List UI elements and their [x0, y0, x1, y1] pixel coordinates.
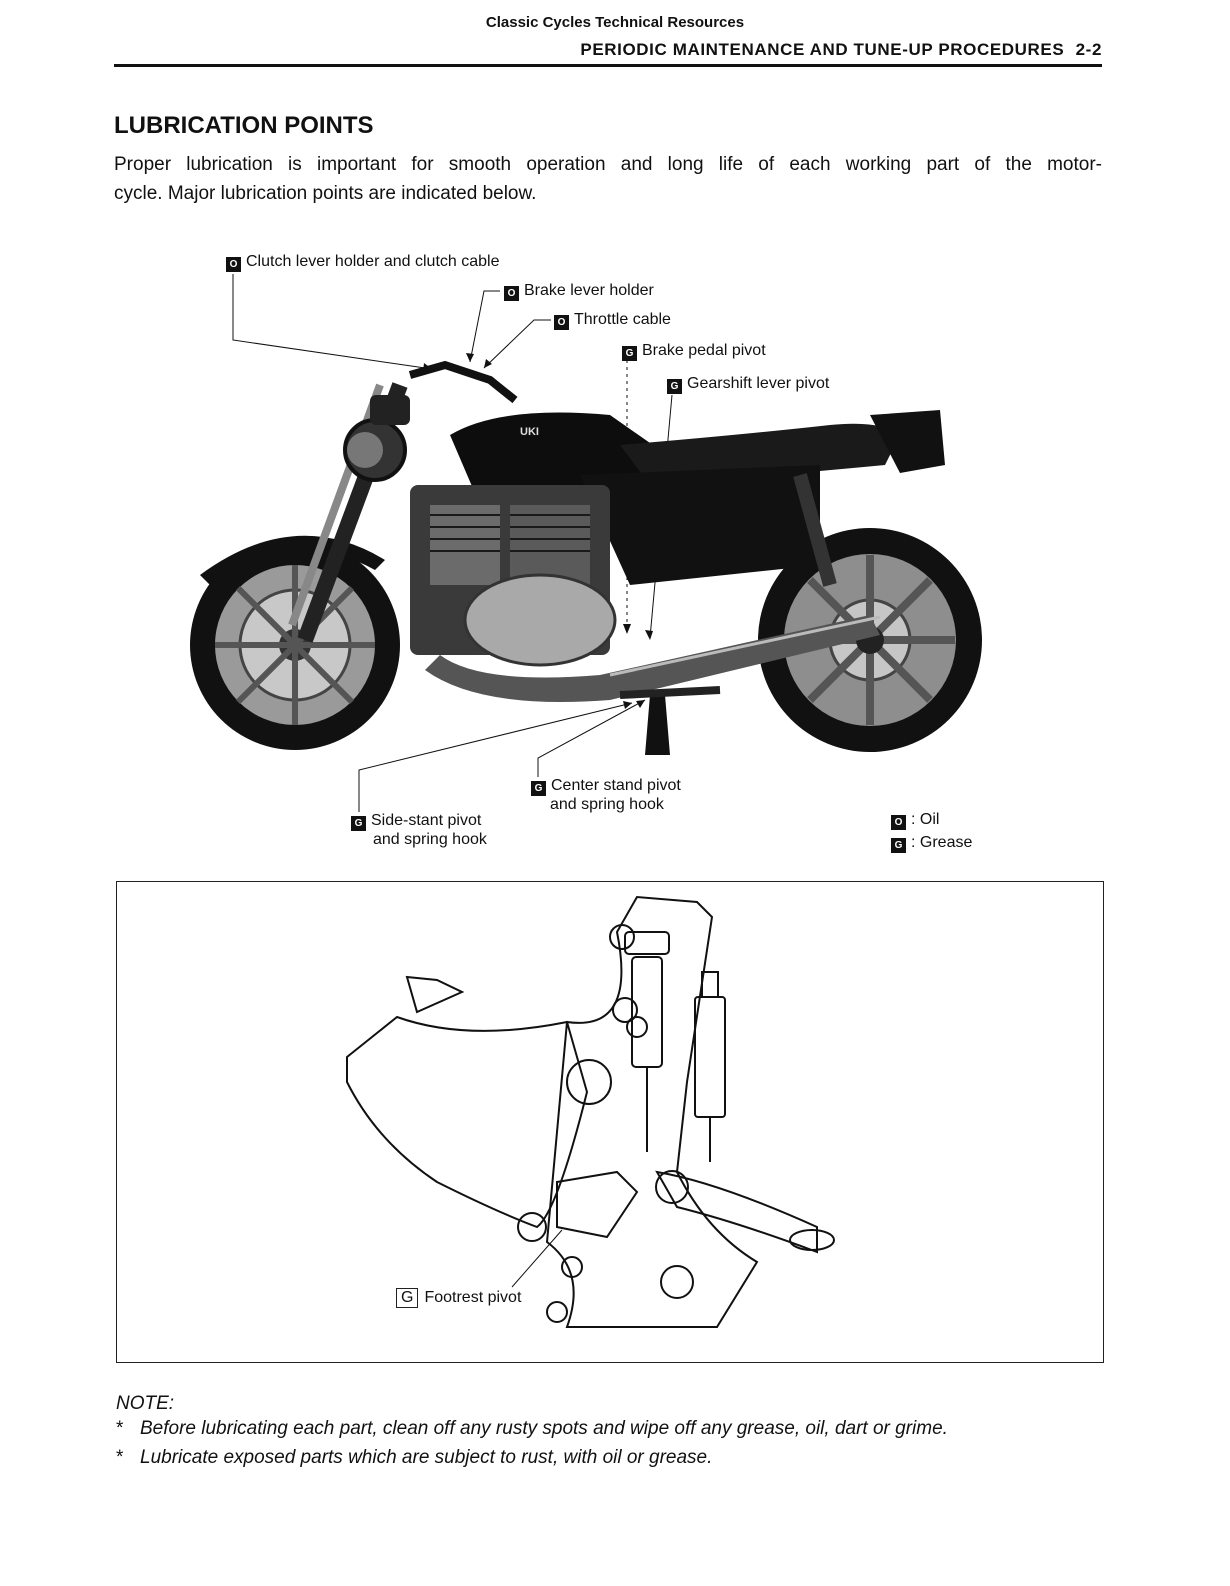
- footrest-label-text: Footrest pivot: [424, 1289, 522, 1306]
- site-header: Classic Cycles Technical Resources: [485, 14, 745, 31]
- leader-side-stand: [358, 702, 633, 812]
- leader-clutch: [232, 274, 433, 370]
- page-title: LUBRICATION POINTS: [114, 112, 374, 139]
- section-header: PERIODIC MAINTENANCE AND TUNE-UP PROCEDU…: [580, 40, 1102, 60]
- callout-clutch: O Clutch lever holder and clutch cable: [226, 253, 499, 272]
- footrest-leader: [511, 1229, 563, 1288]
- callout-brake-pedal-text: Brake pedal pivot: [642, 342, 766, 359]
- oil-badge: O: [226, 257, 241, 272]
- panel-top: [405, 975, 465, 1014]
- footrest-diagram-frame: [116, 881, 1104, 1363]
- note-item: * Lubricate exposed parts which are subje…: [116, 1447, 948, 1469]
- callout-brake-pedal: G Brake pedal pivot: [622, 342, 766, 361]
- callout-side-stand-line2: and spring hook: [373, 831, 487, 848]
- header-rule: [114, 64, 1102, 67]
- callout-clutch-text: Clutch lever holder and clutch cable: [246, 253, 500, 270]
- pivot-bolt: [655, 1170, 689, 1204]
- grease-badge: G: [396, 1288, 419, 1308]
- legend-grease: G : Grease: [891, 831, 972, 854]
- footrest-diagram: [346, 895, 835, 1328]
- pedal-end: [789, 1229, 835, 1251]
- grease-badge: G: [667, 379, 682, 394]
- footrest: [556, 1170, 639, 1239]
- note-heading: NOTE:: [116, 1393, 175, 1414]
- center-stand: [645, 695, 670, 755]
- frame-plate: [545, 895, 759, 1328]
- grease-badge: G: [622, 346, 637, 361]
- side-panel: [346, 1015, 589, 1229]
- intro-line-1: Proper lubrication is important for smoo…: [114, 154, 1102, 175]
- callout-gearshift: G Gearshift lever pivot: [667, 375, 829, 394]
- note-item-text: Before lubricating each part, clean off …: [140, 1418, 948, 1439]
- note-bullet: *: [116, 1447, 124, 1468]
- note-item: * Before lubricating each part, clean off…: [116, 1418, 948, 1440]
- callout-brake-lever-text: Brake lever holder: [524, 282, 654, 299]
- note-bullet: *: [116, 1418, 124, 1439]
- callout-gearshift-text: Gearshift lever pivot: [687, 375, 830, 392]
- callout-brake-lever: O Brake lever holder: [504, 282, 654, 301]
- callout-throttle: O Throttle cable: [554, 311, 671, 330]
- note-list: * Before lubricating each part, clean off…: [116, 1418, 948, 1476]
- legend-oil-label: : Oil: [911, 811, 940, 828]
- legend-grease-label: : Grease: [911, 834, 973, 851]
- leader-center-stand: [537, 699, 646, 777]
- leader-throttle: [483, 319, 551, 369]
- callout-center-stand-line2: and spring hook: [550, 796, 664, 813]
- callout-throttle-text: Throttle cable: [574, 311, 671, 328]
- legend: O : Oil G : Grease: [891, 808, 972, 854]
- note-item-text: Lubricate exposed parts which are subjec…: [140, 1447, 713, 1468]
- master-cylinder: [694, 996, 726, 1118]
- legend-oil: O : Oil: [891, 808, 972, 831]
- oil-badge: O: [554, 315, 569, 330]
- leader-brake-lever: [469, 290, 500, 363]
- engine-cover: [463, 573, 617, 667]
- svg-text:UKI: UKI: [520, 426, 539, 438]
- callout-center-stand-line1: Center stand pivot: [551, 777, 681, 794]
- callout-leader-lines: [232, 274, 673, 812]
- intro-line-2: cycle. Major lubrication points are indi…: [114, 183, 537, 204]
- grease-badge: G: [891, 838, 906, 853]
- footrest-label: G Footrest pivot: [396, 1288, 521, 1308]
- section-title: PERIODIC MAINTENANCE AND TUNE-UP PROCEDU…: [580, 40, 1065, 59]
- oil-badge: O: [504, 286, 519, 301]
- callout-side-stand-line1: Side-stant pivot: [371, 812, 482, 829]
- motorcycle-photo: UKI: [190, 360, 982, 755]
- page-number: 2-2: [1075, 40, 1102, 59]
- oil-badge: O: [891, 815, 906, 830]
- intro-paragraph: Proper lubrication is important for smoo…: [114, 150, 1102, 208]
- brake-pedal: [655, 1170, 818, 1254]
